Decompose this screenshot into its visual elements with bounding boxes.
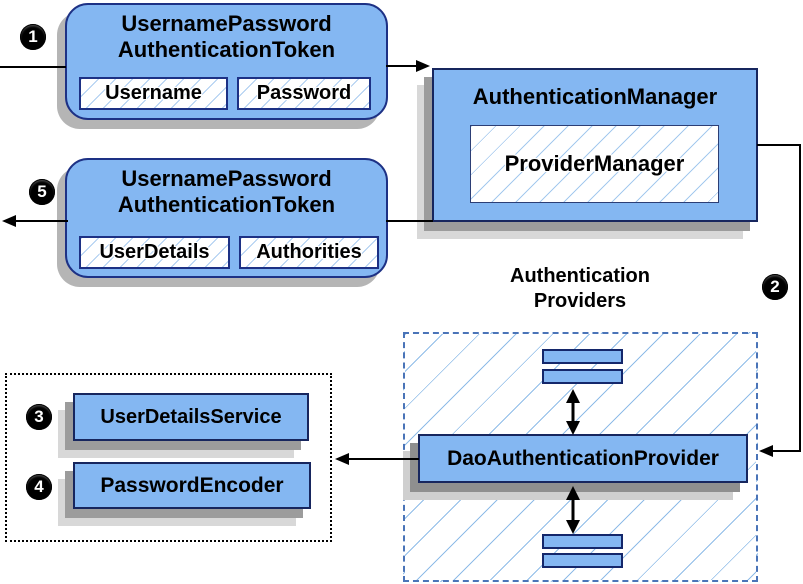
user-details-service-box: UserDetailsService [73,393,309,441]
authorities-field-box: Authorities [239,236,379,269]
response-token-title-line2: AuthenticationToken [117,192,336,217]
authentication-manager-title: AuthenticationManager [472,84,718,109]
password-field-box: Password [237,77,371,110]
userdetails-field-box: UserDetails [79,236,230,269]
password-encoder-box: PasswordEncoder [73,462,311,509]
dao-to-services-arrowhead-icon [335,453,349,465]
user-details-service-label: UserDetailsService [100,406,282,428]
authentication-providers-heading-line1: Authentication [510,265,650,287]
authentication-providers-heading-line2: Providers [533,290,627,312]
username-field-label: Username [105,82,202,104]
dao-authentication-provider-label: DaoAuthenticationProvider [447,447,719,470]
provider-manager-box: ProviderManager [470,125,719,203]
password-field-label: Password [256,82,352,104]
provider-stack-bottom-bar-2 [542,553,623,568]
step-3-badge: 3 [26,404,52,430]
dao-authentication-provider-box: DaoAuthenticationProvider [418,434,748,483]
response-token-box: UsernamePassword AuthenticationToken Use… [65,158,388,278]
services-container [5,373,332,542]
password-encoder-label: PasswordEncoder [100,474,284,497]
authorities-field-label: Authorities [256,241,362,263]
provider-stack-top-bar-1 [542,349,623,364]
userdetails-field-label: UserDetails [99,241,210,263]
request-token-fields: Username Password [79,77,371,110]
authentication-providers-heading: Authentication Providers [455,264,705,314]
provider-stack-top-bar-2 [542,369,623,384]
request-token-title-line2: AuthenticationToken [117,37,336,62]
provider-stack-bottom-bar-1 [542,534,623,549]
step-1-badge: 1 [20,24,46,50]
response-token-title-line1: UsernamePassword [121,166,332,191]
step2-arrowhead-icon [759,445,773,457]
response-token-fields: UserDetails Authorities [79,236,379,269]
request-token-title: UsernamePassword AuthenticationToken [67,11,386,63]
provider-manager-label: ProviderManager [504,151,685,176]
username-field-box: Username [79,77,228,110]
step5-arrowhead-icon [2,215,16,227]
step-4-badge: 4 [26,474,52,500]
step-2-badge: 2 [762,274,788,300]
request-token-title-line1: UsernamePassword [121,11,332,36]
authentication-manager-box: AuthenticationManager ProviderManager [432,68,758,222]
response-token-title: UsernamePassword AuthenticationToken [67,166,386,218]
step-5-badge: 5 [29,179,55,205]
step1-arrowhead-icon [416,60,430,72]
request-token-box: UsernamePassword AuthenticationToken Use… [65,3,388,120]
